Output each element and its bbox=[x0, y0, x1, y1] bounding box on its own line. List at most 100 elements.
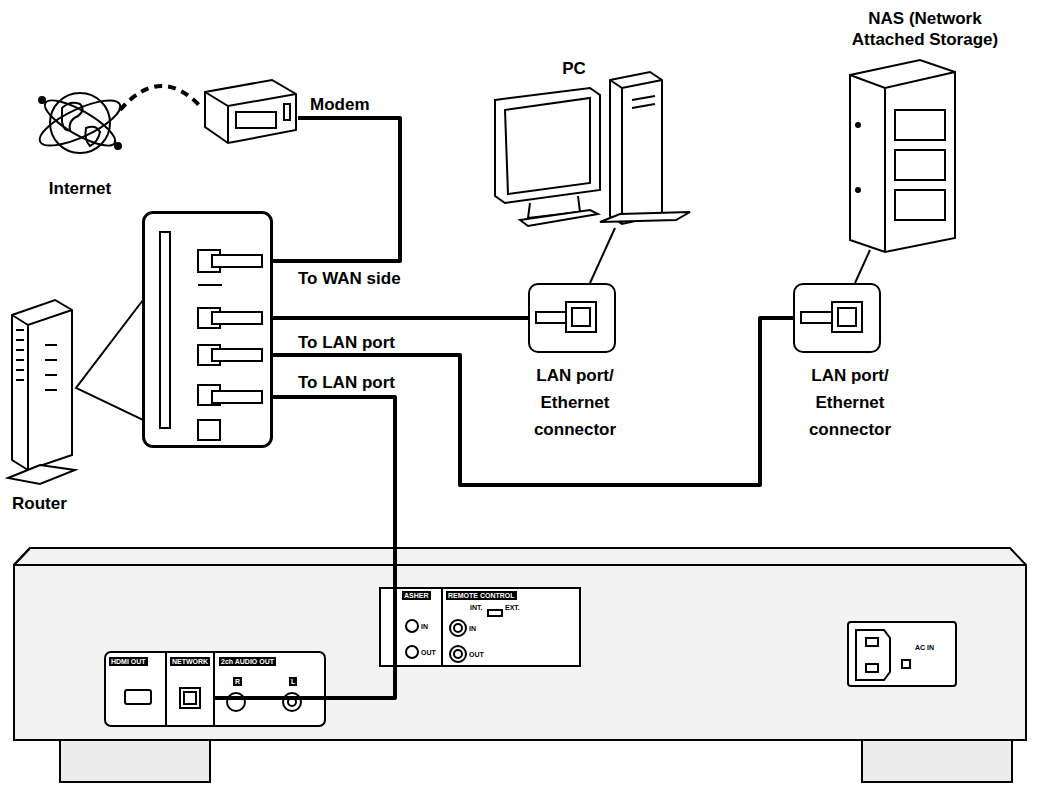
nas-part bbox=[895, 190, 945, 220]
cable-label: To WAN side bbox=[296, 268, 403, 289]
player-rear-panel-part bbox=[450, 620, 466, 636]
router-callout-part bbox=[198, 420, 220, 440]
player-rear-panel-part bbox=[454, 650, 462, 658]
cable bbox=[272, 318, 793, 485]
router-callout-part bbox=[212, 312, 262, 324]
player-rear-panel-part bbox=[406, 620, 418, 632]
player-rear-panel-part bbox=[862, 740, 1012, 782]
router-callout-part bbox=[212, 255, 262, 267]
node-label: Router bbox=[12, 493, 67, 514]
pc-port-part bbox=[572, 308, 590, 326]
port-callout-label: LAN port/ Ethernet connector bbox=[785, 362, 915, 443]
modem bbox=[205, 80, 296, 143]
pc-part bbox=[495, 88, 600, 203]
player-rear-panel-part bbox=[105, 652, 325, 726]
switch-label: INT. bbox=[470, 603, 482, 612]
cable bbox=[214, 397, 395, 698]
nas-port bbox=[801, 302, 862, 332]
router-tower-part bbox=[45, 345, 57, 390]
globe-part bbox=[39, 93, 120, 154]
player-rear-panel-part bbox=[488, 610, 502, 616]
player-rear-panel-part bbox=[165, 652, 167, 726]
terminal-label: 2ch AUDIO OUT bbox=[219, 657, 276, 666]
nas bbox=[850, 60, 955, 283]
player-rear-panel-part bbox=[14, 564, 1026, 566]
terminal-label: ASHER bbox=[402, 591, 431, 600]
node-label: NETWORK bbox=[170, 657, 210, 666]
jack-label: IN bbox=[469, 624, 476, 633]
router-callout-part bbox=[198, 284, 222, 286]
globe-part bbox=[62, 103, 83, 131]
cable-label: To LAN port bbox=[296, 372, 397, 393]
router-box: Router bbox=[143, 212, 272, 447]
cable bbox=[272, 316, 528, 320]
nas-part bbox=[856, 123, 860, 127]
player-rear-panel-part bbox=[283, 693, 301, 711]
pc-part bbox=[590, 228, 615, 283]
player-rear-panel-part bbox=[450, 646, 466, 662]
player-rear-panel-part bbox=[866, 638, 878, 646]
player-rear-panel bbox=[14, 548, 1026, 782]
pc-part bbox=[505, 98, 590, 194]
pc-part bbox=[632, 96, 655, 108]
player-rear-panel-part bbox=[442, 588, 580, 666]
player-rear-panel-part bbox=[380, 588, 442, 666]
player-rear-panel-part bbox=[902, 660, 910, 668]
router-callout-part bbox=[76, 300, 143, 420]
modem-part bbox=[284, 104, 290, 120]
router-tower-part bbox=[12, 310, 72, 470]
port-callout-label: LAN port/ Ethernet connector bbox=[510, 362, 640, 443]
network-terminal: NETWORK bbox=[166, 652, 214, 726]
terminal-label: HDMI OUT bbox=[109, 657, 148, 666]
modem-part bbox=[205, 80, 296, 143]
terminal-label: REMOTE CONTROL bbox=[446, 591, 517, 600]
node-label: Internet bbox=[40, 178, 120, 199]
channel-label: L bbox=[289, 677, 297, 686]
router-tower-part bbox=[16, 330, 24, 380]
globe bbox=[34, 92, 126, 155]
player-rear-panel-part bbox=[180, 688, 200, 708]
router-callout-part bbox=[212, 391, 262, 403]
player-rear-panel-part bbox=[184, 692, 196, 704]
nas-port-callout: NAS (Network Attached Storage) bbox=[793, 283, 881, 353]
router-tower-part bbox=[8, 465, 75, 484]
jack-label: OUT bbox=[469, 650, 484, 659]
player-rear-panel-part bbox=[14, 548, 1026, 740]
router-callout bbox=[76, 212, 272, 447]
nas-part bbox=[895, 110, 945, 140]
pc bbox=[495, 72, 690, 283]
globe-part bbox=[115, 143, 121, 149]
pc-part bbox=[600, 212, 690, 222]
player-rear-panel-part bbox=[60, 740, 210, 782]
router-callout-part bbox=[160, 232, 170, 428]
player-rear-panel-part bbox=[227, 693, 245, 711]
cable bbox=[272, 118, 400, 261]
nas-part bbox=[895, 150, 945, 180]
jack-label: IN bbox=[421, 622, 428, 631]
router-tower bbox=[8, 300, 75, 484]
switch-label: EXT. bbox=[505, 603, 520, 612]
nas-part bbox=[850, 72, 955, 252]
nas-port-part bbox=[801, 312, 832, 323]
player-rear-panel-part bbox=[125, 690, 151, 704]
router-callout-part bbox=[148, 300, 152, 420]
nas-port-part bbox=[838, 308, 856, 326]
nas-part bbox=[850, 60, 955, 252]
player-rear-panel-part bbox=[856, 630, 890, 680]
router-tower-part bbox=[12, 300, 72, 470]
nas-part bbox=[856, 188, 860, 192]
node-label: PC bbox=[552, 58, 596, 79]
pc-part bbox=[610, 72, 662, 224]
nas-port-part bbox=[832, 302, 862, 332]
cable-label: To LAN port bbox=[296, 332, 397, 353]
player-rear-panel-part bbox=[406, 646, 418, 658]
inlet-label: AC IN bbox=[915, 643, 934, 652]
modem-box: Modem bbox=[200, 78, 298, 144]
pc-port-part bbox=[536, 312, 566, 323]
internet-globe: Internet bbox=[40, 88, 120, 162]
player-rear-panel-part bbox=[213, 652, 215, 726]
router-callout-part bbox=[143, 212, 272, 447]
modem-part bbox=[236, 112, 276, 128]
node-label: NAS (Network Attached Storage) bbox=[830, 8, 1020, 50]
player-rear-panel-part bbox=[454, 624, 462, 632]
